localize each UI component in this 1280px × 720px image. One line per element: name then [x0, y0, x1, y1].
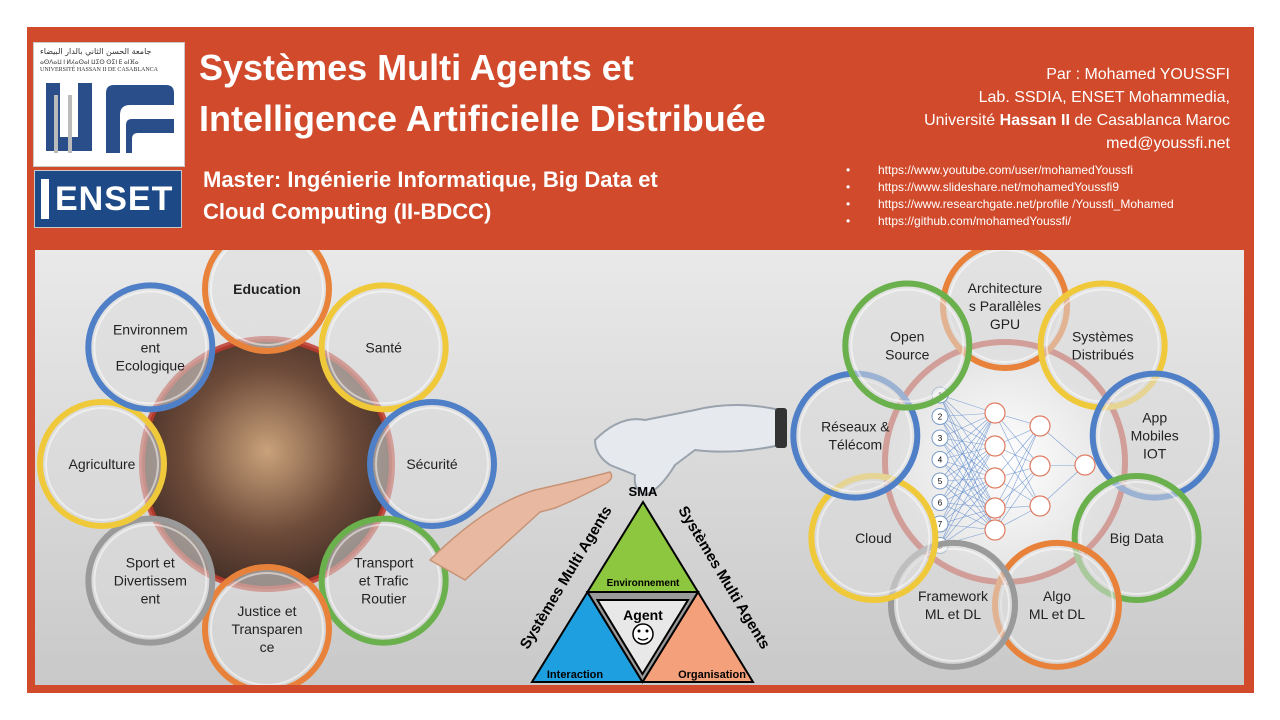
bubble-label: App [1142, 410, 1167, 426]
nn-input-node: 6 [931, 494, 949, 511]
bubble-label: Framework [918, 588, 989, 604]
bubble-label: Source [885, 347, 930, 363]
bubble-label: Agriculture [69, 456, 136, 472]
author-email[interactable]: med@youssfi.net [1106, 135, 1230, 152]
link-github[interactable]: •https://github.com/mohamedYoussfi/ [846, 214, 1071, 228]
bubble-label: Sécurité [406, 456, 458, 472]
bubble-justice-et-transparen-ce: Justice et Transparen ce [202, 564, 332, 685]
nn-input-label: 5 [938, 477, 943, 486]
bubble-label: GPU [990, 316, 1020, 332]
bubble-label: Routier [361, 591, 406, 607]
nn-input-node: 5 [931, 472, 949, 490]
bubble-label: ent [141, 591, 161, 607]
bubble-label: Distribués [1072, 347, 1134, 363]
nn-input-label: 7 [938, 520, 943, 529]
university-logo: جامعة الحسن الثاني بالدار البيضاء ⴰⵙⴷⴰⵡ … [33, 42, 185, 167]
nn-hidden-node [1029, 455, 1051, 477]
sma-organisation-label: Organisation [678, 669, 746, 681]
bubble-label: Mobiles [1131, 428, 1179, 444]
bubble-sport-et-divertissem-ent: Sport et Divertissem ent [85, 515, 216, 646]
bubble-label: ML et DL [925, 606, 981, 622]
profile-links: •https://www.youtube.com/user/mohamedYou… [846, 162, 1174, 230]
logo-tifinagh-text: ⴰⵙⴷⴰⵡ ⵏ ⵍⵃⴰⵙⴰⵏ ⵡⵉⵙ ⵙⵉⵏ ⴹ ⴰⵏⴼⴰ [40, 60, 139, 66]
author-university: Université Hassan II de Casablanca Maroc [924, 112, 1230, 129]
nn-hidden-node [984, 402, 1006, 424]
sma-top-label: SMA [629, 484, 659, 499]
bubble-label: Divertissem [114, 573, 187, 589]
bubble-label: Architecture [968, 280, 1043, 296]
bubble-agriculture: Agriculture [37, 399, 167, 529]
bubble-label: Education [233, 281, 301, 297]
nn-hidden-node [984, 435, 1006, 457]
link-youtube[interactable]: •https://www.youtube.com/user/mohamedYou… [846, 163, 1134, 177]
nn-input-label: 2 [938, 413, 943, 422]
bubble-label: Big Data [1110, 530, 1164, 546]
agent-face-icon [632, 623, 654, 645]
master-line-1: Master: Ingénierie Informatique, Big Dat… [203, 167, 658, 192]
robot-hand-icon [593, 404, 787, 497]
nn-hidden-node [1029, 415, 1051, 437]
bubble-label: et Trafic [359, 573, 409, 589]
bubble-label: ent [141, 339, 161, 355]
bubble-label: Ecologique [116, 357, 185, 373]
sma-interaction-label: Interaction [547, 669, 604, 681]
bubble-label: ce [260, 639, 275, 655]
sma-agent-label: Agent [623, 607, 663, 623]
nn-hidden-node [1074, 454, 1096, 476]
bubble-label: Cloud [855, 530, 892, 546]
bubble-education: Education [202, 250, 332, 354]
enset-logo-text: ENSET [55, 180, 174, 218]
title-line-2: Intelligence Artificielle Distribuée [199, 98, 766, 139]
bubble-label: Télécom [828, 437, 882, 453]
bubble-sante: Santé [318, 282, 449, 413]
title-line-1: Systèmes Multi Agents et [199, 47, 634, 88]
bubble-label: Justice et [237, 603, 296, 619]
nn-hidden-node [984, 497, 1006, 519]
human-hand-icon [428, 471, 613, 581]
bubble-label: Systèmes [1072, 329, 1133, 345]
bubble-label: Environnem [113, 321, 188, 337]
logo-arabic-text: جامعة الحسن الثاني بالدار البيضاء [40, 47, 152, 56]
bubble-label: ML et DL [1029, 606, 1085, 622]
nn-hidden-node [1029, 495, 1051, 517]
bubble-algo-ml-et-dl: Algo ML et DL [991, 539, 1122, 670]
bubble-securite: Sécurité [367, 399, 497, 529]
author-lab: Lab. SSDIA, ENSET Mohammedia, [978, 89, 1230, 106]
bubble-label: Transparen [231, 621, 302, 637]
logo-university-name: UNIVERSITÉ HASSAN II DE CASABLANCA [40, 67, 159, 73]
bubble-label: Transport [354, 555, 414, 571]
nn-hidden-node [984, 519, 1006, 541]
nn-hidden-node [984, 467, 1006, 489]
bubble-label: Open [890, 329, 924, 345]
nn-input-node: 2 [931, 408, 949, 425]
bubble-label: Algo [1043, 588, 1071, 604]
bubble-label: Sport et [126, 555, 175, 571]
master-line-2: Cloud Computing (II-BDCC) [203, 199, 492, 224]
neural-network-diagram: 12345678 [882, 339, 1128, 585]
link-researchgate[interactable]: •https://www.researchgate.net/profile /Y… [846, 197, 1174, 211]
author-name: Par : Mohamed YOUSSFI [1046, 66, 1230, 83]
bubble-label: Santé [365, 339, 402, 355]
nn-input-label: 6 [938, 499, 943, 508]
bubble-label: Réseaux & [821, 419, 890, 435]
sma-environnement-label: Environnement [607, 578, 680, 589]
bubble-label: IOT [1143, 446, 1167, 462]
link-slideshare[interactable]: •https://www.slideshare.net/mohamedYouss… [846, 180, 1120, 194]
nn-input-label: 3 [938, 434, 943, 443]
nn-input-node: 3 [931, 429, 949, 447]
uh2-mark-icon [46, 83, 174, 153]
nn-input-node: 4 [931, 451, 949, 468]
enset-logo: ENSET [34, 170, 182, 228]
nn-input-label: 4 [938, 456, 943, 465]
bubble-label: s Parallèles [969, 298, 1041, 314]
